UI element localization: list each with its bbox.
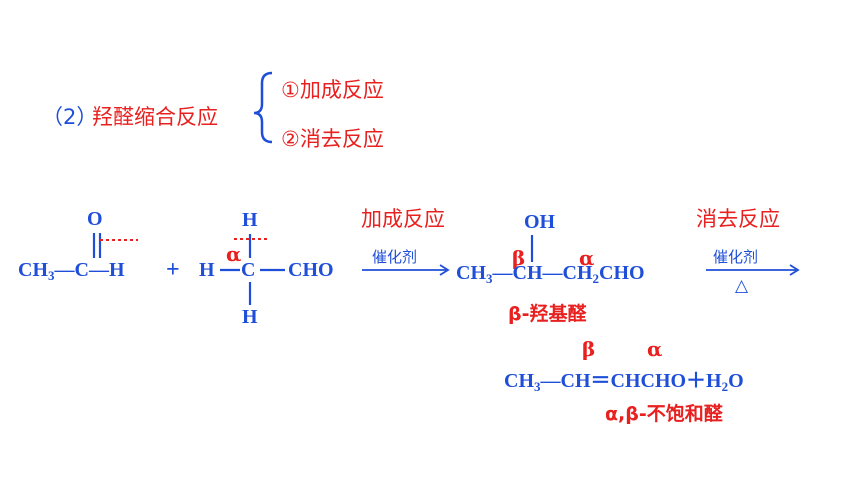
plus-sign: +	[166, 257, 180, 283]
product-1-mid: —CH—CH	[492, 262, 593, 284]
product-2-rest: —CH＝CHCHO＋H	[540, 370, 722, 392]
reactant-2-cho: CHO	[288, 259, 334, 281]
reactant-2-left-h: H	[199, 259, 215, 281]
reactant-2-alpha: α	[226, 242, 242, 266]
product-2-o: O	[728, 370, 744, 392]
reactant-1-ch-bond: —C—H	[54, 259, 125, 281]
product-1-ch: CH	[456, 262, 486, 284]
topic-title: 羟醛缩合反应	[92, 105, 218, 129]
product-2-formula: CH3—CH＝CHCHO＋H2O	[504, 364, 744, 395]
product-2-alpha: α	[647, 337, 663, 361]
product-1-name: β-羟基醛	[508, 303, 587, 325]
product-1-sub2: 2	[592, 271, 600, 286]
reactant-1-ch: CH	[18, 259, 48, 281]
branch-elimination: ②消去反应	[281, 127, 384, 151]
reactant-1-sub3: 3	[48, 268, 55, 283]
product-1-beta: β	[512, 246, 526, 270]
product-2-name: α,β-不饱和醛	[605, 403, 723, 425]
section-label: （2）	[42, 105, 98, 129]
branch-addition: ①加成反应	[281, 78, 384, 102]
brace-icon	[253, 71, 273, 144]
reactant-1-formula: CH3—C—H	[18, 259, 125, 284]
product-1-formula: CH3—CH—CH2CHO	[456, 262, 645, 287]
product-2-sub2: 2	[721, 379, 729, 394]
product-1-cho: CHO	[599, 262, 645, 284]
product-2-ch: CH	[504, 370, 534, 392]
product-2-sub3: 3	[534, 379, 541, 394]
reactant-2-bottom-h: H	[242, 306, 258, 328]
arrow-1-catalyst: 催化剂	[372, 248, 418, 266]
arrow-1-condition: 加成反应	[361, 207, 445, 231]
reactant-2-top-h: H	[242, 209, 258, 231]
product-1-oh: OH	[524, 211, 556, 233]
arrow-2-heat: △	[735, 276, 749, 296]
reactant-2-carbon: C	[241, 259, 256, 281]
arrow-head-2	[789, 264, 800, 276]
product-1-alpha: α	[579, 246, 595, 270]
arrow-2-condition: 消去反应	[696, 207, 780, 231]
carbonyl-oxygen: O	[87, 208, 103, 230]
arrow-head-1	[439, 264, 450, 276]
arrow-2-catalyst: 催化剂	[713, 248, 759, 266]
product-1-sub3: 3	[486, 271, 493, 286]
product-2-beta: β	[582, 337, 596, 361]
